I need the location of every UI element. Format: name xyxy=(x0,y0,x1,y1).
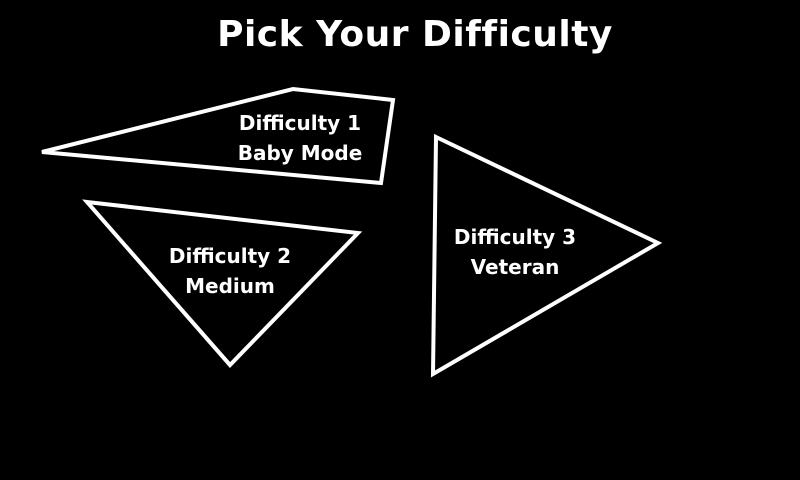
difficulty-2-button[interactable] xyxy=(82,199,363,368)
difficulty-3-button[interactable] xyxy=(430,133,663,378)
page-title: Pick Your Difficulty xyxy=(217,14,613,55)
difficulty-1-button[interactable] xyxy=(41,86,396,186)
